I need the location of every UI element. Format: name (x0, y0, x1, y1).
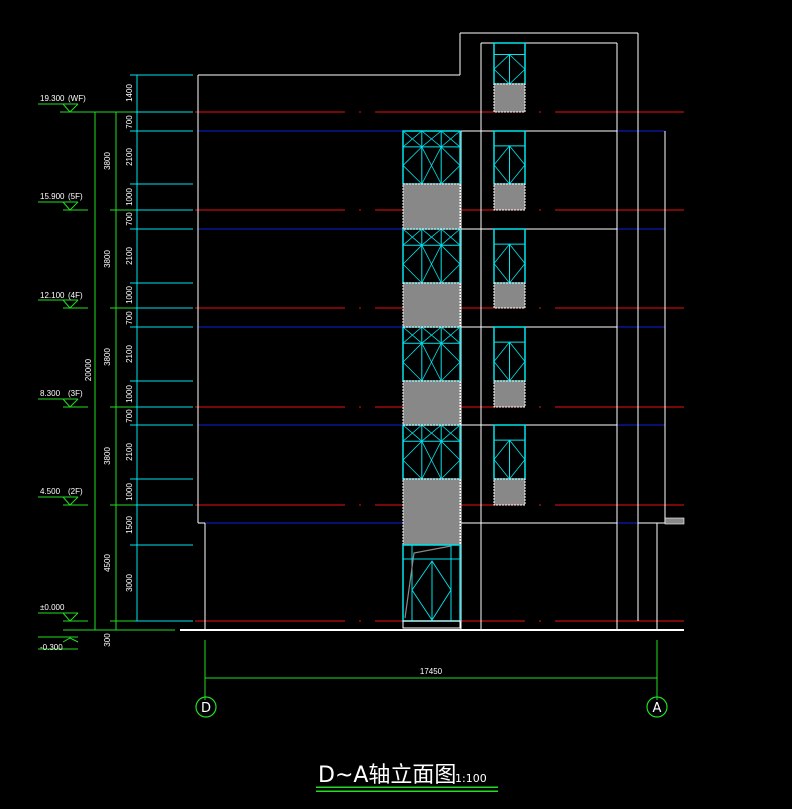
sill-hatch (493, 380, 526, 408)
small-window (493, 130, 526, 185)
small-window (493, 42, 526, 85)
level-floor-label: (3F) (68, 389, 83, 398)
spandrel-hatch (402, 380, 461, 426)
total-height-dim-label: 20000 (84, 358, 93, 381)
axis-label-A: A (653, 701, 662, 716)
door-step (402, 620, 461, 629)
level-elevation-label: 8.300 (40, 389, 61, 398)
level-floor-label: (5F) (68, 192, 83, 201)
level-elevation-label: 12.100 (40, 291, 65, 300)
window-opening-mark (402, 228, 461, 246)
detail-dim-label: 700 (125, 212, 134, 226)
small-window (493, 424, 526, 480)
storey-dim-label: 3800 (103, 447, 112, 465)
detail-dim-label: 700 (125, 115, 134, 129)
window-opening-mark (402, 146, 461, 185)
storey-dim-label: 3800 (103, 250, 112, 268)
window-opening-mark (402, 424, 461, 442)
stair-window (402, 326, 461, 382)
level-elevation-label: 4.500 (40, 487, 61, 496)
detail-dim-label: 1500 (125, 516, 134, 534)
storey-dim-label: 3800 (103, 152, 112, 170)
drawing-title: D~A轴立面图 (318, 763, 456, 788)
level-marker-triangle (62, 103, 79, 113)
detail-dim-label: 1000 (125, 286, 134, 304)
stair-window (402, 228, 461, 284)
sill-hatch (493, 183, 526, 211)
window-opening-mark (402, 130, 461, 148)
detail-dim-label: 3000 (125, 574, 134, 592)
coping-hatch (664, 517, 685, 525)
level-floor-label: (4F) (68, 291, 83, 300)
storey-dim-label: 3800 (103, 348, 112, 366)
sill-hatch (493, 83, 526, 113)
storey-dim-label: 300 (103, 633, 112, 647)
entry-door (402, 544, 461, 629)
overall-width-dim-label: 17450 (420, 667, 443, 676)
detail-dim-label: 2100 (125, 345, 134, 363)
canopy-line (404, 545, 452, 619)
detail-dim-label: 1400 (125, 84, 134, 102)
detail-dim-label: 2100 (125, 443, 134, 461)
stair-window (402, 424, 461, 480)
detail-dim-label: 2100 (125, 148, 134, 166)
level-floor-label: (WF) (68, 94, 86, 103)
level-marker-triangle (62, 637, 79, 643)
detail-dim-label: 2100 (125, 247, 134, 265)
sill-hatch (493, 478, 526, 506)
drawing-scale: 1:100 (455, 772, 487, 785)
level-elevation-label: ±0.000 (40, 603, 65, 612)
level-elevation-label: 15.900 (40, 192, 65, 201)
small-window (493, 228, 526, 284)
axis-label-D: D (201, 701, 211, 716)
window-opening-mark (402, 440, 461, 480)
detail-dim-label: 1000 (125, 483, 134, 501)
level-marker-triangle (62, 612, 79, 622)
storey-dim-label: 4500 (103, 554, 112, 572)
detail-dim-label: 1000 (125, 188, 134, 206)
level-marker-triangle (62, 201, 79, 211)
level-marker-triangle (62, 496, 79, 506)
axis-bubble-D (195, 696, 217, 718)
detail-dim-label: 700 (125, 409, 134, 423)
stair-window (402, 130, 461, 185)
level-elevation-label: 19.300 (40, 94, 65, 103)
spandrel-hatch (402, 282, 461, 328)
door-swing-mark (411, 560, 452, 621)
window-opening-mark (402, 326, 461, 344)
window-opening-mark (402, 244, 461, 284)
detail-dim-label: 700 (125, 311, 134, 325)
spandrel-hatch (402, 183, 461, 230)
spandrel-hatch (402, 478, 461, 546)
level-marker-triangle (62, 398, 79, 408)
level-floor-label: (2F) (68, 487, 83, 496)
sill-hatch (493, 282, 526, 309)
detail-dim-label: 1000 (125, 385, 134, 403)
small-window (493, 326, 526, 382)
axis-bubble-A (646, 696, 668, 718)
level-marker-triangle (62, 299, 79, 309)
level-elevation-label: -0.300 (40, 643, 63, 652)
window-opening-mark (402, 342, 461, 382)
